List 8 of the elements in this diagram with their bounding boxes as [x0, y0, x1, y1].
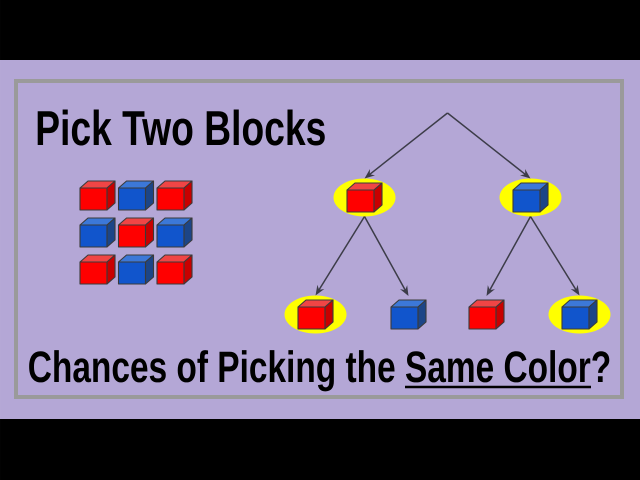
highlighted-cube	[500, 178, 562, 216]
highlighted-cube	[548, 296, 610, 334]
title: Pick Two Blocks	[38, 110, 325, 146]
cube	[468, 299, 505, 330]
highlighted-cube	[284, 296, 346, 334]
highlighted-cube	[334, 178, 396, 216]
cube	[390, 299, 427, 330]
caption: Chances of Picking the Same Color?	[29, 350, 610, 392]
